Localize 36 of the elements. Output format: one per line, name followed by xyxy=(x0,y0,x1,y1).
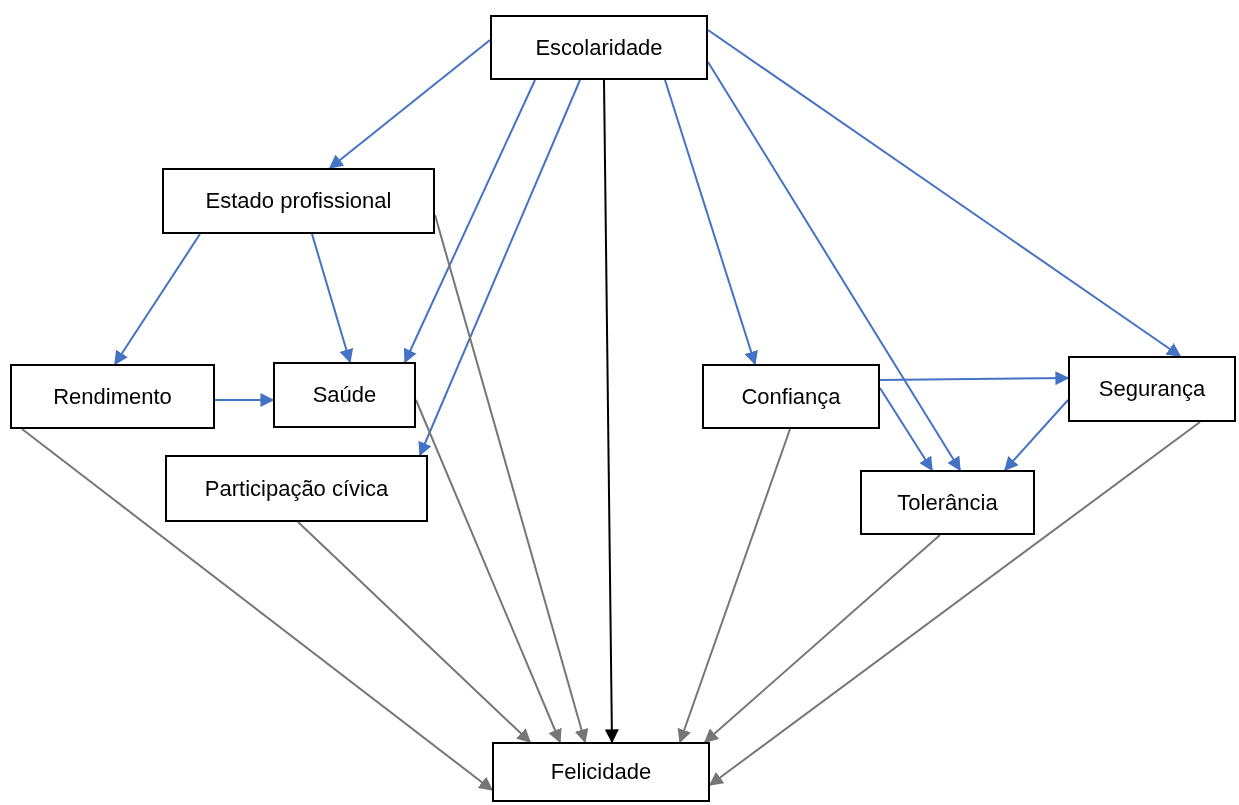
node-box xyxy=(490,15,708,80)
node-label: Confiança xyxy=(741,383,841,410)
arrow xyxy=(328,39,491,169)
arrow xyxy=(879,387,933,472)
node-label: Segurança xyxy=(1098,376,1206,402)
node-box xyxy=(273,362,416,428)
node-label: Tolerância xyxy=(897,489,998,516)
arrow xyxy=(297,521,531,743)
arrow xyxy=(114,233,201,366)
arrow xyxy=(214,393,275,407)
node-box xyxy=(1068,356,1236,422)
node-label: Escolaridade xyxy=(535,34,663,61)
arrow xyxy=(403,79,536,364)
arrow xyxy=(707,29,1182,357)
node-box xyxy=(702,364,880,429)
node-box xyxy=(492,742,710,802)
arrow xyxy=(703,534,941,743)
node-label: Rendimento xyxy=(53,383,172,410)
arrow xyxy=(1004,399,1069,472)
arrow xyxy=(664,79,758,366)
arrow xyxy=(418,79,581,457)
arrow xyxy=(677,428,791,744)
node-box xyxy=(10,364,215,429)
arrow xyxy=(603,79,619,744)
arrow xyxy=(21,428,494,791)
node-label: Participação cívica xyxy=(204,475,389,502)
node-label: Felicidade xyxy=(550,759,652,785)
node-label: Estado profissional xyxy=(205,188,392,214)
node-box xyxy=(162,168,435,234)
arrow xyxy=(879,371,1070,386)
arrow xyxy=(311,233,354,364)
arrow xyxy=(415,399,562,744)
node-box xyxy=(860,470,1035,535)
node-box xyxy=(165,455,428,522)
arrow xyxy=(707,61,961,472)
node-label: Saúde xyxy=(312,382,377,408)
